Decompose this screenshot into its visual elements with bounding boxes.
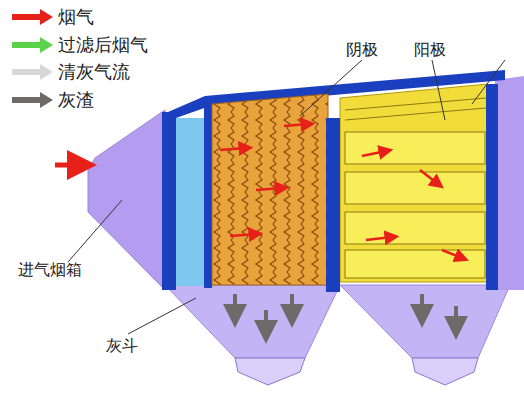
legend-arrow — [12, 36, 54, 54]
front-panel — [176, 118, 206, 286]
anode-plate — [345, 212, 485, 244]
part-label: 灰斗 — [106, 336, 138, 357]
casing — [495, 76, 524, 290]
legend-text: 清灰气流 — [58, 60, 130, 84]
legend-text: 灰渣 — [58, 88, 94, 112]
hopper-outlet — [235, 358, 305, 385]
legend-text: 过滤后烟气 — [58, 33, 148, 57]
frame-bar — [486, 84, 498, 290]
flow-arrows — [220, 124, 462, 258]
anode-plate — [345, 172, 485, 204]
ash-hopper — [340, 285, 510, 358]
frame-bar — [162, 112, 176, 290]
anode-rail — [345, 108, 486, 120]
flue-arrow — [55, 163, 82, 168]
hopper-outlet — [412, 358, 478, 385]
anode-plate — [345, 250, 485, 278]
leader-lines — [68, 60, 505, 334]
frame-bar — [326, 118, 340, 292]
anode-plate — [345, 132, 485, 164]
anode-rail — [345, 98, 486, 110]
ash-hopper — [165, 285, 340, 358]
ash-arrows — [235, 294, 456, 332]
part-label: 阳极 — [414, 40, 446, 61]
part-label: 阴极 — [346, 40, 378, 61]
legend-arrow — [12, 91, 54, 109]
legend-arrow — [12, 8, 54, 26]
legend-text: 烟气 — [58, 5, 94, 29]
legend-arrow — [12, 63, 54, 81]
anode-block — [340, 84, 488, 282]
part-label: 进气烟箱 — [18, 260, 82, 281]
inlet-hood — [88, 110, 165, 290]
cathode-block — [212, 94, 328, 285]
frame-bar — [204, 104, 212, 288]
